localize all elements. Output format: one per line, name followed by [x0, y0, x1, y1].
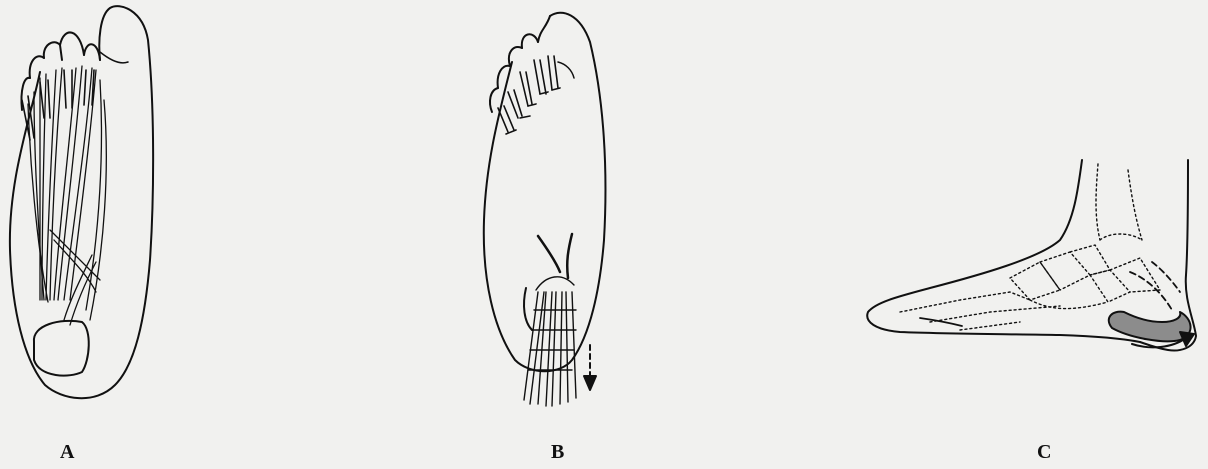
- panel-label-b: B: [551, 441, 564, 464]
- plantar-foot-tendons-icon: [10, 6, 153, 398]
- panel-label-a: A: [60, 441, 74, 464]
- lateral-foot-heel-icon: [867, 160, 1196, 350]
- plantar-foot-transferred-tendons-icon: [484, 13, 606, 406]
- panel-label-c: C: [1037, 441, 1051, 464]
